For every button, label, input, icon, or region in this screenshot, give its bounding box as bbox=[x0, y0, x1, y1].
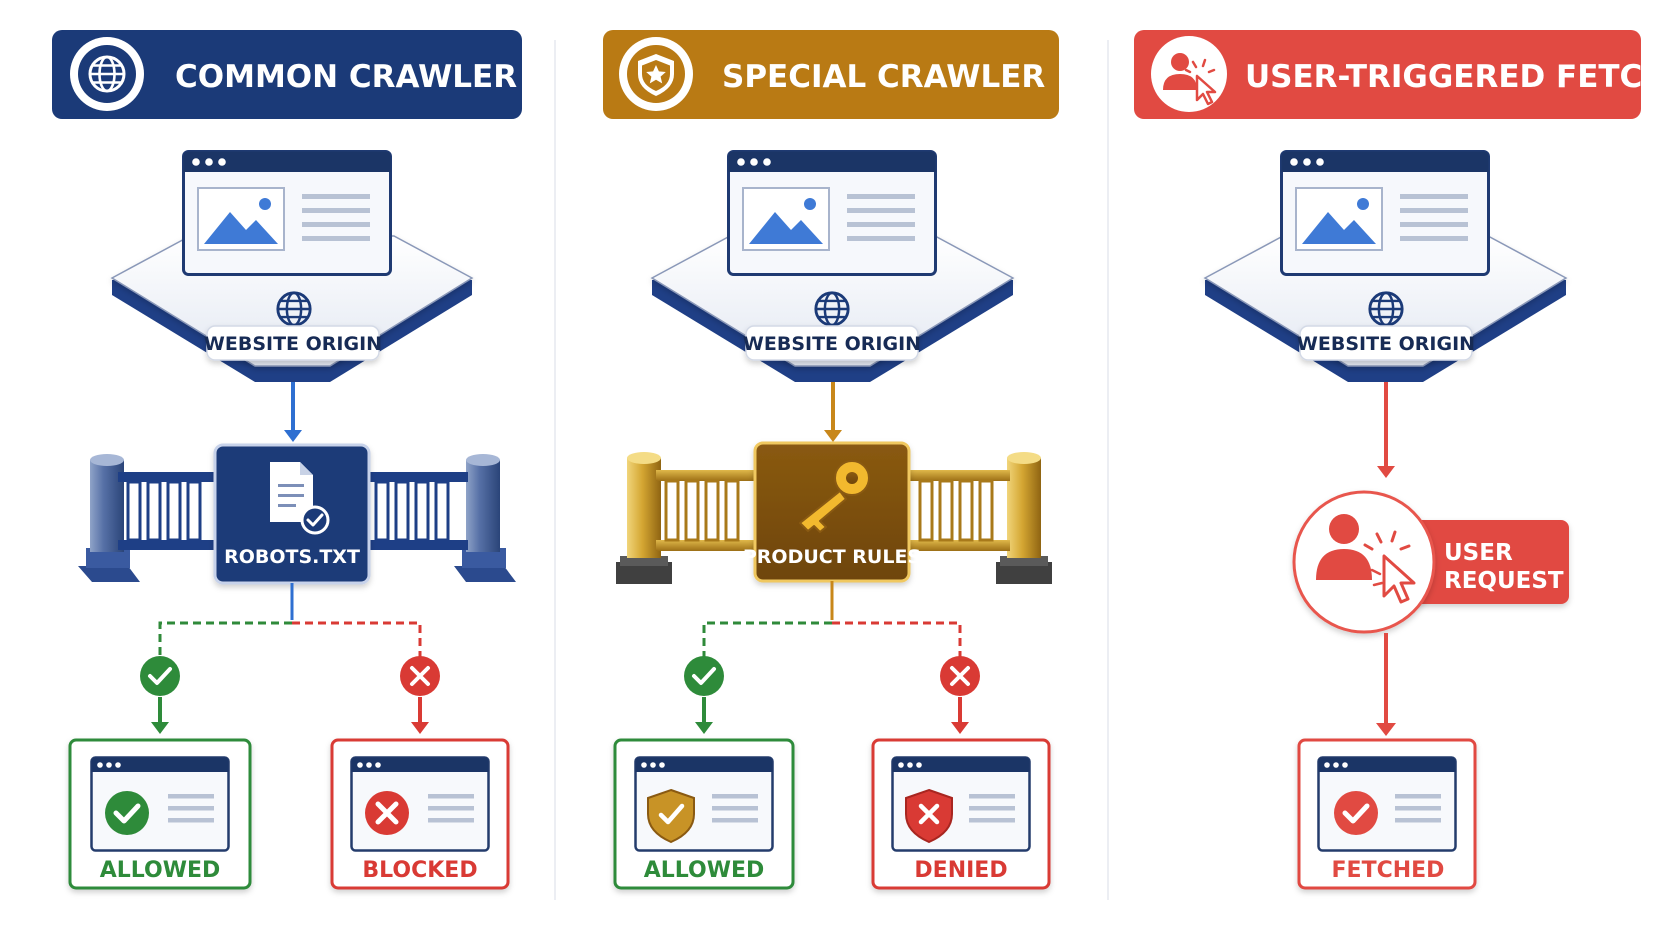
gate-label: ROBOTS.TXT bbox=[224, 546, 360, 568]
header-user-triggered-fetcher: USER-TRIGGERED FETCHER bbox=[1134, 30, 1672, 119]
origin-label: WEBSITE ORIGIN bbox=[1297, 333, 1475, 355]
website-origin-platform: WEBSITE ORIGIN bbox=[1203, 150, 1568, 382]
outcome-card-allowed: ALLOWED bbox=[68, 738, 252, 890]
decision-branches bbox=[684, 581, 980, 734]
origin-label: WEBSITE ORIGIN bbox=[743, 333, 921, 355]
deny-x-icon bbox=[940, 656, 980, 696]
checkmark-icon bbox=[1334, 791, 1378, 835]
decision-branches bbox=[140, 583, 440, 734]
header-title: USER-TRIGGERED FETCHER bbox=[1245, 59, 1672, 95]
x-icon bbox=[365, 791, 409, 835]
website-origin-platform: WEBSITE ORIGIN bbox=[650, 150, 1015, 382]
request-label-line2: REQUEST bbox=[1444, 568, 1564, 594]
user-click-icon bbox=[1316, 514, 1416, 604]
block-x-icon bbox=[400, 656, 440, 696]
website-window bbox=[182, 150, 392, 276]
outcome-label: BLOCKED bbox=[362, 858, 477, 883]
outcome-label: ALLOWED bbox=[100, 858, 221, 883]
outcome-card-allowed: ALLOWED bbox=[613, 738, 795, 890]
document-check-icon bbox=[270, 462, 330, 535]
robots-gate: ROBOTS.TXT bbox=[78, 443, 516, 585]
user-request-node: USER REQUEST bbox=[1292, 490, 1569, 634]
gate-label: PRODUCT RULES bbox=[743, 546, 921, 568]
outcome-card-blocked: BLOCKED bbox=[330, 738, 510, 890]
outcome-card-denied: DENIED bbox=[871, 738, 1051, 890]
origin-to-request-arrow bbox=[1377, 382, 1395, 478]
shield-check-icon bbox=[647, 788, 695, 844]
origin-label: WEBSITE ORIGIN bbox=[204, 333, 382, 355]
key-icon bbox=[799, 460, 870, 533]
origin-to-gate-arrow bbox=[284, 382, 302, 442]
header-special-crawler: SPECIAL CRAWLER bbox=[603, 30, 1059, 119]
allow-check-icon bbox=[140, 656, 180, 696]
checkmark-icon bbox=[105, 791, 149, 835]
allow-check-icon bbox=[684, 656, 724, 696]
request-label-line1: USER bbox=[1444, 540, 1513, 566]
header-title: COMMON CRAWLER bbox=[175, 59, 517, 95]
website-window bbox=[727, 150, 937, 276]
shield-star-icon bbox=[638, 54, 674, 96]
outcome-label: FETCHED bbox=[1332, 858, 1445, 883]
header-title: SPECIAL CRAWLER bbox=[722, 59, 1045, 95]
user-click-icon bbox=[1163, 53, 1217, 106]
website-origin-platform: WEBSITE ORIGIN bbox=[110, 150, 474, 382]
product-rules-gate: PRODUCT RULES bbox=[616, 441, 1052, 584]
shield-x-icon bbox=[905, 788, 953, 844]
origin-to-gate-arrow bbox=[824, 382, 842, 442]
outcome-card-fetched: FETCHED bbox=[1297, 738, 1477, 890]
request-to-fetched-arrow bbox=[1376, 633, 1396, 736]
outcome-label: DENIED bbox=[914, 858, 1007, 883]
header-common-crawler: COMMON CRAWLER bbox=[52, 30, 522, 119]
website-window bbox=[1280, 150, 1490, 276]
outcome-label: ALLOWED bbox=[644, 858, 765, 883]
